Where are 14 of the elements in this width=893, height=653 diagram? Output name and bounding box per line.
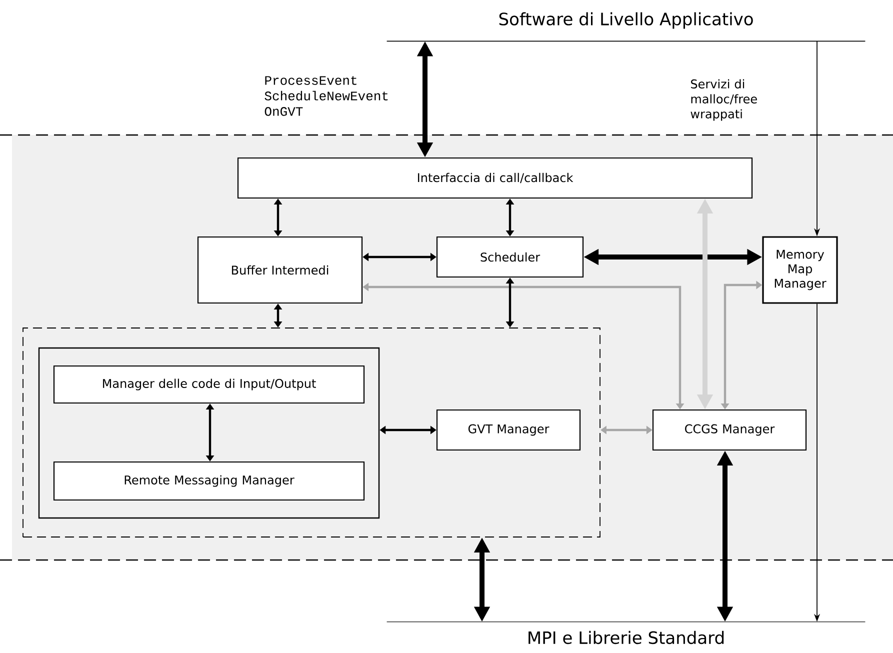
module-box: Buffer Intermedi [197,236,363,304]
dashed-group-box [22,328,600,538]
module-box: Remote Messaging Manager [53,461,365,501]
module-box: GVT Manager [436,409,581,451]
module-box: Memory Map Manager [762,236,838,304]
module-box: Manager delle code di Input/Output [53,365,365,404]
group-box [38,347,380,519]
module-box: Interfaccia di call/callback [237,157,753,199]
module-box: CCGS Manager [652,409,807,451]
layer-line: MPI e Librerie Standard [386,621,866,644]
module-box: Scheduler [436,236,584,278]
layer-line: Software di Livello Applicativo [386,12,866,42]
edge-label: Servizi di malloc/free wrappati [690,79,757,121]
edge-label: ProcessEvent ScheduleNewEvent OnGVT [264,76,388,116]
